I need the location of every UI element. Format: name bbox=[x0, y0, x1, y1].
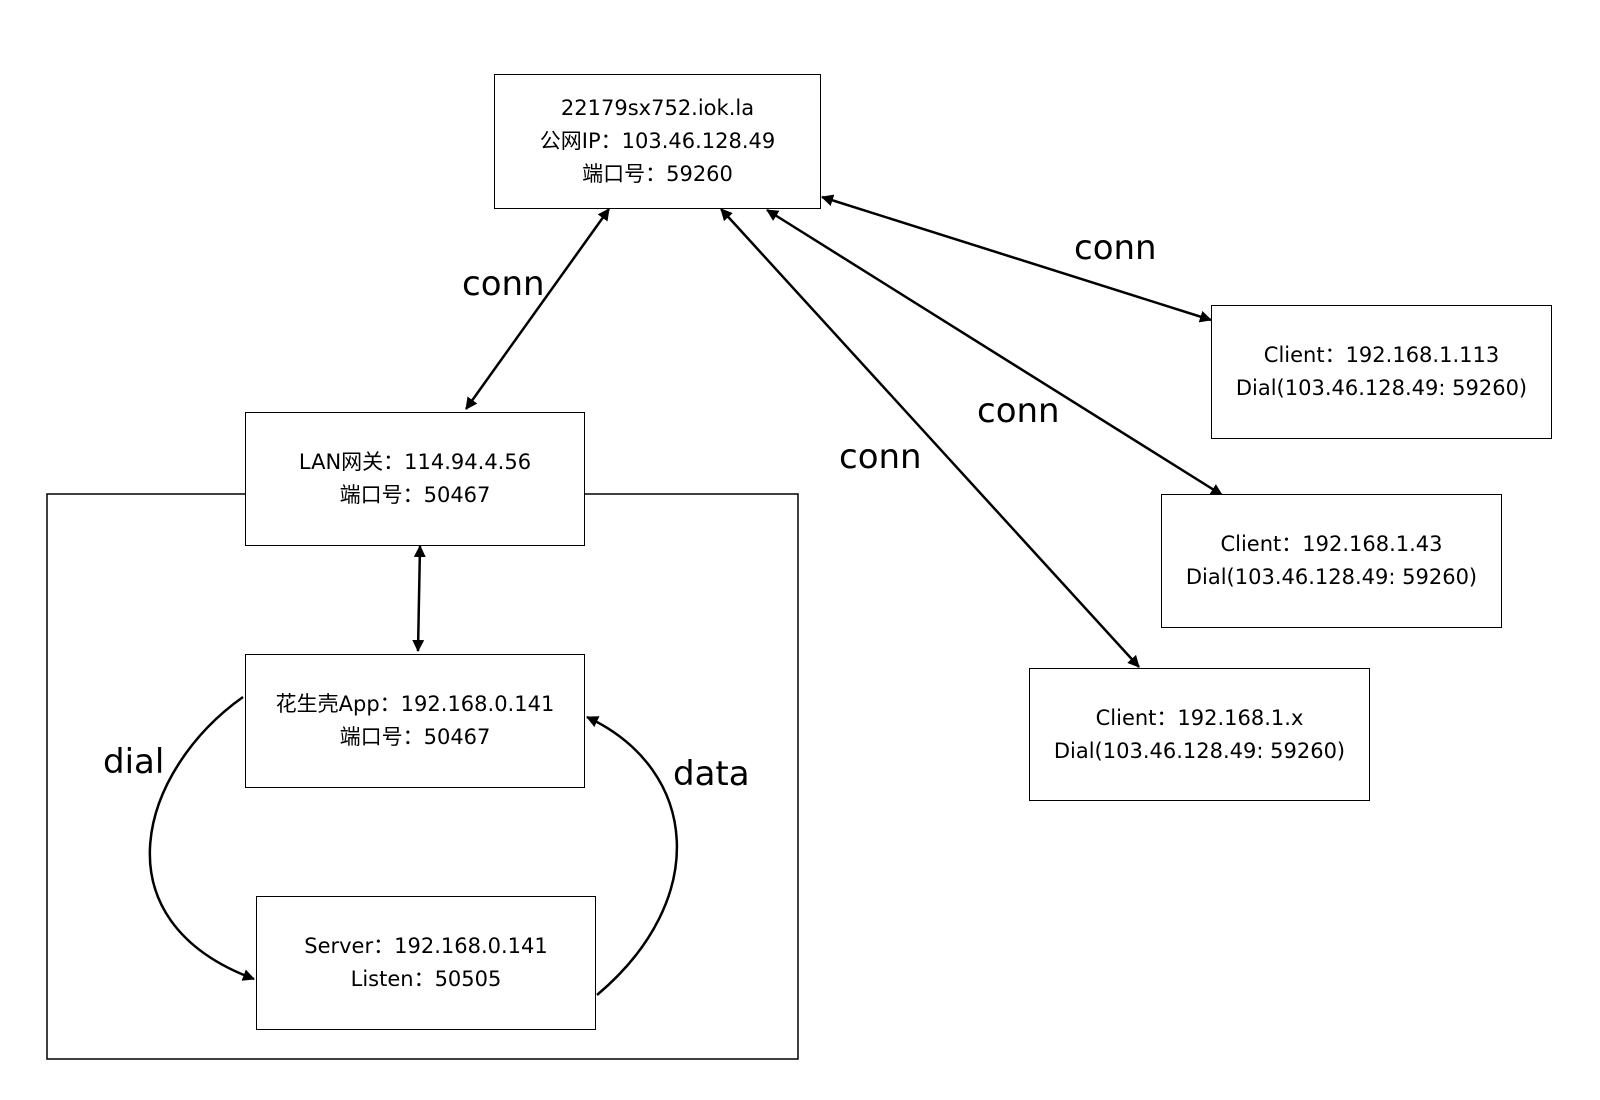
app-ip: 花生壳App：192.168.0.141 bbox=[275, 692, 555, 716]
edge-label-conn-client1: conn bbox=[1074, 228, 1157, 268]
gateway-port: 端口号：50467 bbox=[339, 483, 491, 507]
public-server-node: 22179sx752.iok.la 公网IP：103.46.128.49 端口号… bbox=[494, 74, 821, 209]
lan-gateway-node: LAN网关：114.94.4.56 端口号：50467 bbox=[245, 412, 585, 546]
edge-label-data: data bbox=[673, 754, 750, 794]
edge-label-dial: dial bbox=[103, 742, 165, 782]
client1-dial: Dial(103.46.128.49: 59260) bbox=[1235, 376, 1528, 400]
public-domain: 22179sx752.iok.la bbox=[560, 96, 755, 120]
edge-label-conn-client3: conn bbox=[839, 437, 922, 477]
edge-gateway-public bbox=[464, 208, 611, 410]
edge-app-server-dial bbox=[148, 695, 255, 981]
client-node-3: Client：192.168.1.x Dial(103.46.128.49: 5… bbox=[1029, 668, 1370, 801]
public-ip: 公网IP：103.46.128.49 bbox=[539, 129, 776, 153]
server-listen: Listen：50505 bbox=[350, 967, 502, 991]
public-port: 端口号：59260 bbox=[582, 162, 733, 186]
edge-label-conn-gateway: conn bbox=[462, 264, 545, 304]
client3-ip: Client：192.168.1.x bbox=[1095, 705, 1304, 730]
edge-public-client3 bbox=[720, 208, 1140, 668]
edge-label-conn-client2: conn bbox=[977, 391, 1060, 431]
client1-ip: Client：192.168.1.113 bbox=[1263, 343, 1500, 367]
gateway-ip: LAN网关：114.94.4.56 bbox=[298, 450, 532, 474]
client-node-1: Client：192.168.1.113 Dial(103.46.128.49:… bbox=[1211, 305, 1552, 439]
client2-dial: Dial(103.46.128.49: 59260) bbox=[1185, 565, 1478, 589]
edge-server-app-data bbox=[586, 715, 679, 996]
client2-ip: Client：192.168.1.43 bbox=[1220, 532, 1443, 556]
client3-dial: Dial(103.46.128.49: 59260) bbox=[1053, 738, 1346, 763]
edge-gateway-app bbox=[412, 545, 426, 652]
app-port: 端口号：50467 bbox=[339, 725, 491, 749]
server-ip: Server：192.168.0.141 bbox=[304, 934, 548, 958]
client-node-2: Client：192.168.1.43 Dial(103.46.128.49: … bbox=[1161, 494, 1502, 628]
app-node: 花生壳App：192.168.0.141 端口号：50467 bbox=[245, 654, 585, 788]
local-server-node: Server：192.168.0.141 Listen：50505 bbox=[256, 896, 596, 1030]
